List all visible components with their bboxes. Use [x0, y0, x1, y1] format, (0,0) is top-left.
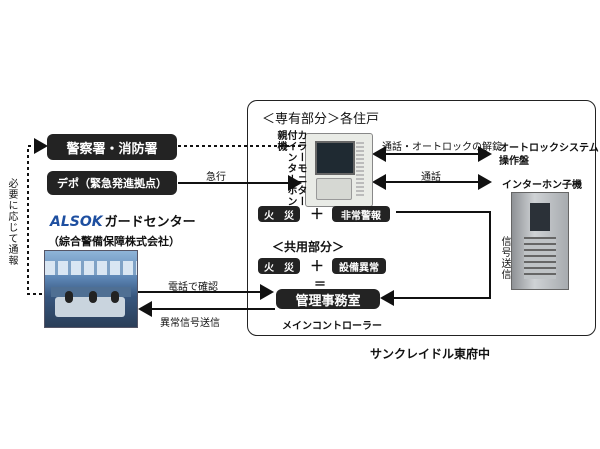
- alsok-logo: ALSOK: [50, 214, 103, 230]
- intercom-sub-unit: [511, 192, 569, 290]
- private-fire-tag: 火 災: [258, 206, 300, 222]
- emergency-alarm-tag: 非常警報: [332, 206, 390, 222]
- autolock-panel-label: オートロックシステム操作盤: [499, 143, 599, 167]
- rush-label: 急行: [206, 172, 226, 183]
- management-office-box: 管理事務室: [276, 289, 380, 309]
- common-plus: ＋: [310, 259, 324, 275]
- monitor-screen: [315, 141, 355, 175]
- signal-send-label: 信号送信: [499, 236, 510, 280]
- monitor-label: カラーモニター付インターホン親機: [275, 130, 306, 207]
- common-fire-tag: 火 災: [258, 258, 300, 274]
- monitor-device: [305, 133, 373, 207]
- property-name: サンクレイドル東府中: [370, 347, 491, 361]
- signal-send-line: [380, 211, 491, 306]
- intercom-sub-label: インターホン子機: [502, 180, 582, 191]
- call-label: 通話: [421, 172, 441, 183]
- common-equals: ＝: [314, 277, 327, 291]
- private-section-frame: [247, 100, 596, 336]
- monitor-speaker: [356, 142, 364, 196]
- dotted-line-notify: [27, 138, 48, 295]
- guard-center-photo: [44, 250, 138, 328]
- abnormal-signal-label: 異常信号送信: [160, 318, 220, 329]
- main-controller-label: メインコントローラー: [282, 321, 382, 332]
- call-unlock-label: 通話・オートロックの解錠: [382, 142, 502, 153]
- side-note: 必要に応じて通報: [6, 178, 17, 266]
- private-plus: ＋: [310, 207, 324, 223]
- common-section-title: ＜共用部分＞: [272, 240, 345, 254]
- private-section-title: ＜専有部分＞各住戸: [262, 112, 380, 127]
- monitor-buttons: [316, 178, 352, 200]
- phone-confirm-label: 電話で確認: [168, 282, 218, 293]
- equipment-abnormal-tag: 設備異常: [332, 258, 386, 274]
- guard-center-label: ガードセンター: [104, 215, 196, 230]
- police-fire-box: 警察署・消防署: [47, 134, 177, 160]
- depot-box: デポ（緊急発進拠点）: [47, 171, 177, 195]
- alsok-company: （綜合警備保障株式会社）: [48, 235, 180, 248]
